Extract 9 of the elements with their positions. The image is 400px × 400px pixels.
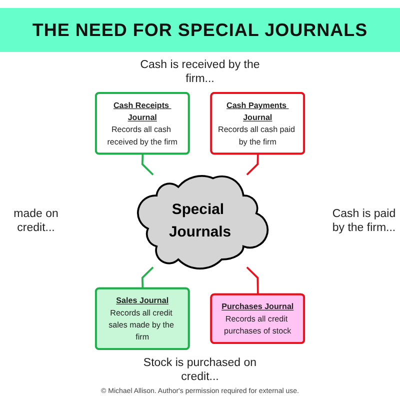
annotation-text: Cash is paid by the firm... bbox=[331, 207, 397, 235]
annotation-text: Stock is purchased on credit... bbox=[142, 356, 258, 384]
annotation-text: Cash is received by the firm... bbox=[139, 58, 261, 86]
title-banner: THE NEED FOR SPECIAL JOURNALS bbox=[0, 8, 400, 52]
connector bbox=[141, 154, 154, 176]
connector bbox=[246, 154, 259, 176]
connector bbox=[141, 266, 154, 289]
annotation-text: made on credit... bbox=[12, 207, 60, 235]
connector bbox=[246, 266, 259, 295]
